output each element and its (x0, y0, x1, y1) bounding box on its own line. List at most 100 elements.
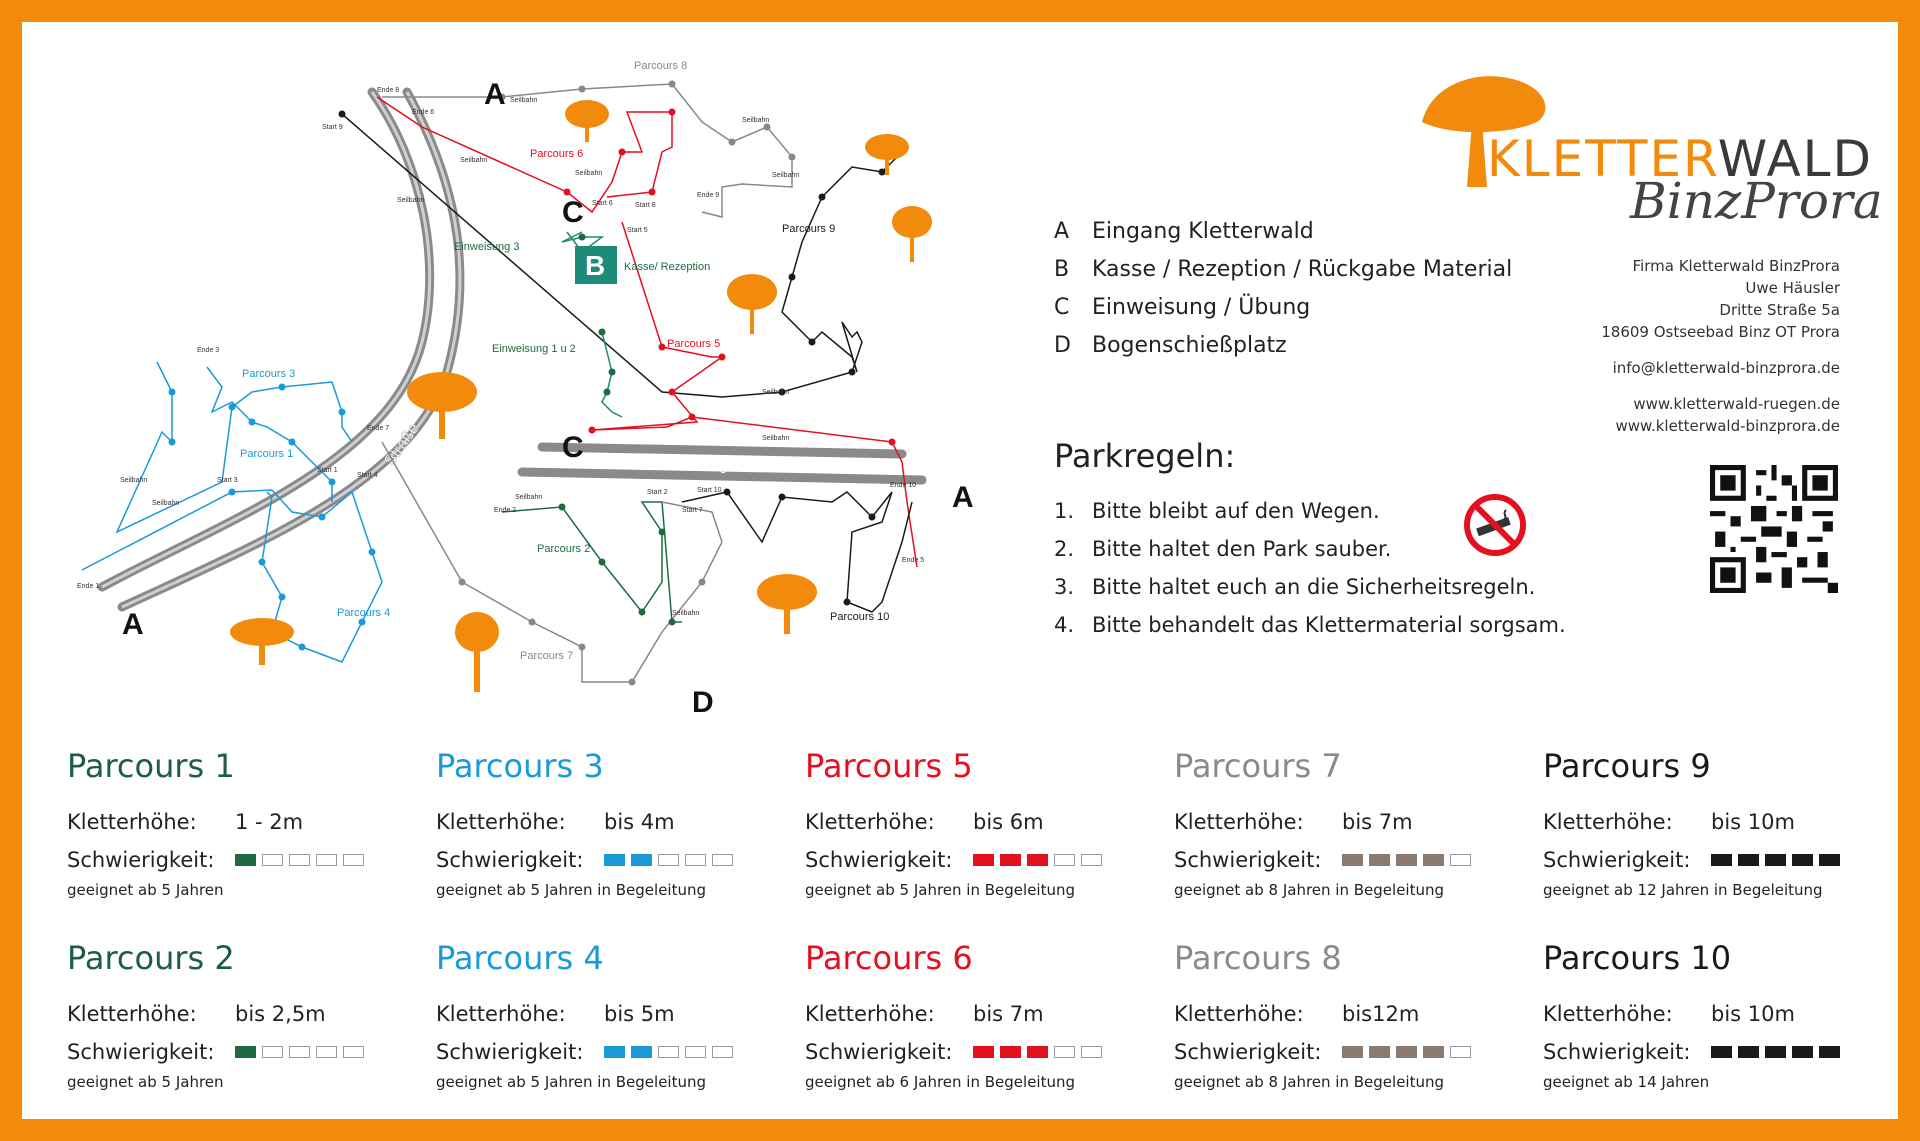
difficulty-block (685, 1046, 706, 1058)
rule-number: 1. (1054, 499, 1075, 523)
difficulty-rating (1342, 854, 1471, 866)
map-label-seilbahn: Seilbahn (742, 117, 769, 124)
marker-b-box (575, 246, 617, 284)
difficulty-block (973, 1046, 994, 1058)
sign-board: Straße Weg (22, 22, 1898, 1119)
svg-text:Parcours 8: Parcours 8 (634, 60, 687, 72)
map-labels: Parcours 8 Parcours 6 Parcours 9 Parcour… (240, 60, 889, 662)
difficulty-block (1342, 1046, 1363, 1058)
difficulty-rating (235, 1046, 364, 1058)
website-link[interactable]: www.kletterwald-ruegen.de (1633, 395, 1840, 413)
difficulty-block (289, 854, 310, 866)
height-label: Kletterhöhe: (1174, 810, 1304, 834)
difficulty-block (1792, 854, 1813, 866)
map-label-start: Start 9 (322, 124, 343, 131)
difficulty-block (604, 1046, 625, 1058)
difficulty-label: Schwierigkeit: (67, 1040, 215, 1064)
qr-code[interactable] (1710, 465, 1838, 593)
age-note: geeignet ab 8 Jahren in Begeleitung (1174, 1073, 1444, 1091)
difficulty-block (1765, 1046, 1786, 1058)
height-label: Kletterhöhe: (805, 810, 935, 834)
difficulty-rating (1342, 1046, 1471, 1058)
marker-d: D (692, 686, 714, 719)
park-rules-title: Parkregeln: (1054, 437, 1236, 475)
age-note: geeignet ab 14 Jahren (1543, 1073, 1710, 1091)
difficulty-block (685, 854, 706, 866)
height-label: Kletterhöhe: (67, 810, 197, 834)
legend-key: B (1054, 256, 1070, 282)
course-title: Parcours 4 (436, 939, 604, 977)
city: 18609 Ostseebad Binz OT Prora (1601, 323, 1840, 341)
difficulty-block (631, 1046, 652, 1058)
marker-a-right: A (952, 481, 974, 514)
difficulty-rating (973, 854, 1102, 866)
map-label-seilbahn: Seilbahn (515, 494, 542, 501)
no-smoking-icon (1464, 494, 1526, 556)
difficulty-rating (235, 854, 364, 866)
difficulty-block (1369, 854, 1390, 866)
route-nodes (458, 80, 796, 686)
person: Uwe Häusler (1745, 279, 1840, 297)
svg-text:Parcours 10: Parcours 10 (830, 611, 889, 623)
difficulty-block (1765, 854, 1786, 866)
difficulty-block (1054, 854, 1075, 866)
logo-subtitle: BinzProra (1630, 172, 1883, 230)
map-label-end: Ende 1 (77, 583, 99, 590)
street: Dritte Straße 5a (1719, 301, 1840, 319)
email-link[interactable]: info@kletterwald-binzprora.de (1612, 359, 1840, 377)
rule-text: Bitte haltet den Park sauber. (1092, 537, 1392, 561)
height-label: Kletterhöhe: (436, 1002, 566, 1026)
path-label: Weg (697, 457, 728, 474)
map-label-seilbahn: Seilbahn (672, 610, 699, 617)
rule-number: 4. (1054, 613, 1075, 637)
difficulty-block (1396, 1046, 1417, 1058)
map-label-end: Ende 7 (367, 425, 389, 432)
difficulty-block (316, 1046, 337, 1058)
svg-text:Parcours 2: Parcours 2 (537, 543, 590, 555)
difficulty-block (1450, 854, 1471, 866)
map-label-start: Start 2 (647, 489, 668, 496)
difficulty-block (1738, 1046, 1759, 1058)
map-label-seilbahn: Seilbahn (397, 197, 424, 204)
height-label: Kletterhöhe: (1543, 1002, 1673, 1026)
park-rules: 1.Bitte bleibt auf den Wegen. 2.Bitte ha… (1054, 492, 1566, 644)
route-parcours-8 (382, 83, 793, 218)
map-label-start: Start 6 (592, 200, 613, 207)
difficulty-label: Schwierigkeit: (1174, 848, 1322, 872)
legend-text: Eingang Kletterwald (1092, 218, 1314, 244)
course-title: Parcours 10 (1543, 939, 1732, 977)
svg-text:Parcours 1: Parcours 1 (240, 448, 293, 460)
marker-a-left: A (122, 608, 144, 641)
legend-text: Bogenschießplatz (1092, 332, 1287, 358)
difficulty-block (343, 1046, 364, 1058)
map-label-seilbahn: Seilbahn (120, 477, 147, 484)
rule-text: Bitte bleibt auf den Wegen. (1092, 499, 1380, 523)
website-link[interactable]: www.kletterwald-binzprora.de (1615, 417, 1840, 435)
company: Firma Kletterwald BinzProra (1632, 257, 1840, 275)
difficulty-rating (1711, 854, 1840, 866)
height-value: bis 7m (1342, 810, 1413, 834)
marker-c-mid: C (562, 431, 584, 464)
tree-icons (230, 100, 932, 692)
legend-text: Kasse / Rezeption / Rückgabe Material (1092, 256, 1513, 282)
difficulty-rating (604, 854, 733, 866)
difficulty-block (658, 1046, 679, 1058)
difficulty-block (712, 1046, 733, 1058)
difficulty-label: Schwierigkeit: (1174, 1040, 1322, 1064)
map-label-seilbahn: Seilbahn (762, 435, 789, 442)
svg-text:Parcours 7: Parcours 7 (520, 650, 573, 662)
difficulty-block (1819, 854, 1840, 866)
rule-text: Bitte behandelt das Klettermaterial sorg… (1092, 613, 1566, 637)
difficulty-block (604, 854, 625, 866)
difficulty-block (1081, 854, 1102, 866)
map-label-end: Ende 3 (197, 347, 219, 354)
route-parcours-9 (341, 113, 903, 398)
